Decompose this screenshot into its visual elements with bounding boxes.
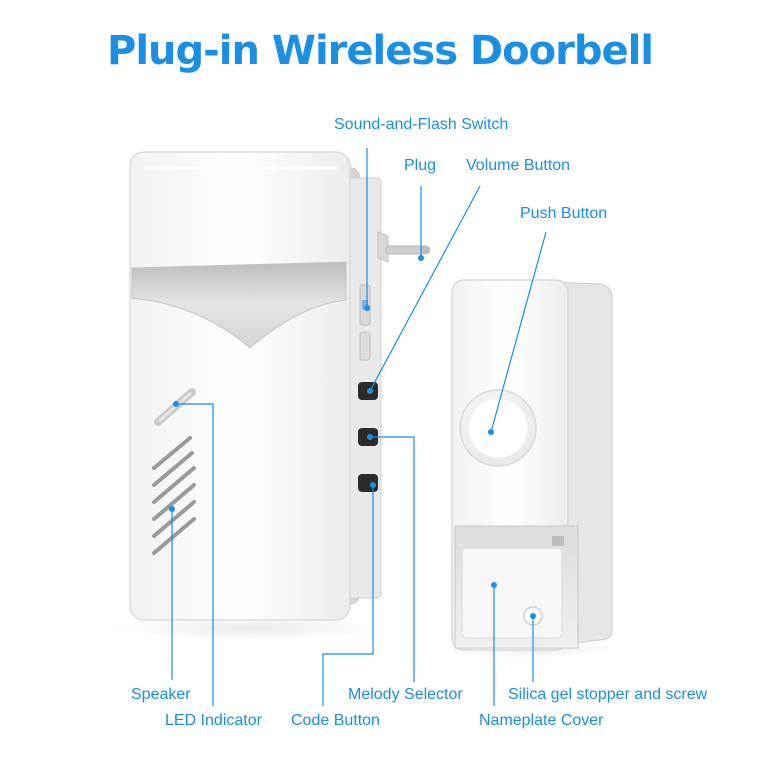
label-plug: Plug [404, 157, 437, 174]
led-indicator-light [154, 388, 196, 426]
speaker-grille [152, 436, 196, 555]
label-speaker: Speaker [131, 686, 191, 703]
callout-lines [171, 148, 547, 706]
label-silica-gel-stopper: Silica gel stopper and screw [508, 686, 708, 703]
plug-prong [377, 231, 430, 263]
label-nameplate-cover: Nameplate Cover [479, 712, 604, 729]
label-code-button: Code Button [291, 712, 380, 729]
transmitter-unit [451, 279, 613, 651]
label-led-indicator: LED Indicator [165, 712, 262, 729]
label-sound-flash-switch: Sound-and-Flash Switch [334, 116, 509, 133]
page-title: Plug-in Wireless Doorbell [107, 28, 654, 74]
label-push-button: Push Button [520, 205, 608, 222]
callout-dots [169, 255, 536, 619]
label-volume-button: Volume Button [466, 157, 571, 174]
label-melody-selector: Melody Selector [348, 686, 463, 703]
push-button-disc [459, 389, 537, 467]
receiver-unit [129, 151, 430, 621]
nameplate-cover [454, 525, 579, 649]
